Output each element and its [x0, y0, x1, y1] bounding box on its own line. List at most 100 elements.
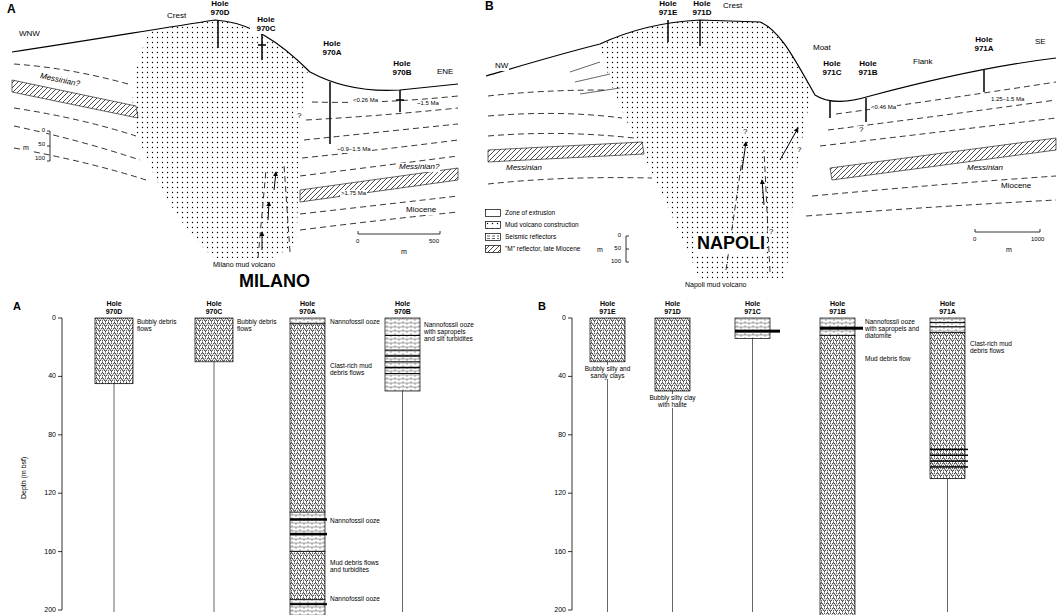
drill-holes: [218, 20, 404, 144]
volcano-name: NAPOLI: [696, 234, 766, 254]
core-log: Hole 971AClast-rich mud debris flows: [920, 297, 1027, 615]
core-column-group: [735, 318, 780, 612]
hole-line: [329, 82, 331, 144]
query-mark: ?: [296, 112, 302, 121]
core-column: [580, 297, 645, 615]
lithology-segment: [290, 318, 325, 324]
lithology-description: Mud debris flows and turbidites: [330, 559, 380, 573]
core-log: Hole 970DBubbly debris flows: [85, 297, 187, 615]
depth-tick-number: 0: [51, 314, 57, 322]
hole-label: Hole 971C: [816, 60, 848, 78]
core-log: Hole 971DBubbly silty clay with halite: [645, 297, 712, 615]
core-column: [810, 297, 875, 615]
reflector-line: [488, 90, 604, 96]
depth-tick-number: 80: [557, 431, 567, 439]
hole-trace-line: [672, 391, 673, 612]
swatch-box: [486, 246, 501, 253]
depth-tick-number: 40: [47, 372, 57, 380]
drill-holes: [668, 20, 984, 122]
scale-number: 1000: [1030, 236, 1045, 243]
hole-line: [258, 31, 266, 60]
hole-name: Hole 971D: [659, 300, 687, 315]
feeder-line: [284, 165, 290, 252]
hole-trace-line: [947, 479, 948, 612]
sapropel-layer: [735, 330, 780, 333]
legend-swatch: [485, 221, 501, 229]
unit-label: Miocene: [405, 206, 437, 215]
core-log: Hole 970BNannofossil ooze with sapropels…: [375, 297, 478, 615]
sapropel-layer: [385, 355, 420, 357]
flow-arrow: [262, 232, 263, 250]
flow-arrow: [762, 180, 764, 205]
hole-label: Hole 970D: [204, 0, 236, 18]
core-log: Hole 971BNannofossil ooze with sapropels…: [810, 297, 922, 615]
direction-label: NW: [494, 62, 509, 71]
depth-axis: [58, 318, 62, 610]
lithology-description: Clast-rich mud debris flows: [330, 362, 380, 376]
vertical-scale-bar: [47, 131, 50, 161]
lithology-segment: [95, 318, 133, 384]
depth-tick-number: 80: [47, 431, 57, 439]
hole-line: [396, 90, 404, 112]
reflector-line: [14, 148, 146, 180]
milano-section: [12, 20, 458, 258]
sapropel-layer: [385, 373, 420, 374]
swatch-box: [486, 234, 501, 241]
legend-text: Seismic reflectors: [505, 233, 556, 240]
messinian-band: [830, 138, 1056, 180]
reflector-line: [812, 176, 1056, 196]
core-column-group: [930, 318, 968, 612]
age-label: ~1.5 Ma: [416, 100, 440, 107]
scale-number: 100: [610, 258, 622, 265]
sapropel-layer: [930, 466, 968, 468]
hole-name: Hole 971A: [934, 300, 962, 315]
query-mark: ?: [796, 146, 802, 155]
legend-swatch: [485, 233, 501, 241]
reflector-line: [820, 118, 1056, 146]
horizontal-scale-bar: [358, 231, 440, 234]
depth-tick-number: 120: [553, 489, 567, 497]
sapropel-layer: [290, 533, 327, 536]
depth-tick-number: 200: [43, 606, 57, 614]
volcano-name: MILANO: [238, 272, 311, 292]
core-column: [725, 297, 790, 615]
sapropel-layer: [930, 460, 968, 462]
core-column: [85, 297, 153, 615]
legend-text: "M" reflector, late Miocene: [505, 245, 580, 252]
lithology-description: Mud debris flow: [865, 355, 920, 362]
core-log: Hole 971EBubbly silty and sandy clays: [580, 297, 647, 615]
core-column: [375, 297, 440, 615]
hole-name: Hole 971C: [739, 300, 767, 315]
hole-trace-line: [214, 362, 215, 612]
scale-number: 0: [617, 232, 622, 239]
hole-trace-line: [607, 362, 608, 612]
hole-line: [217, 20, 219, 48]
age-label: <0.26 Ma: [352, 97, 379, 104]
hole-name: Hole 970C: [200, 300, 228, 315]
lithology-description: Nannofossil ooze: [330, 318, 380, 325]
age-label: >1.75 Ma: [340, 190, 367, 197]
age-label: ~0.9–1.5 Ma: [336, 146, 372, 153]
core-column-group: [655, 318, 690, 612]
section-caption: Milano mud volcano: [212, 261, 276, 269]
hole-trace-line: [752, 338, 753, 612]
lithology-description: Bubbly debris flows: [137, 318, 185, 332]
panel-letter: B: [537, 300, 547, 312]
lithology-description: Bubbly debris flows: [237, 318, 285, 332]
unit-label: Messinian: [505, 164, 543, 173]
lithology-segment: [290, 324, 325, 512]
sapropel-layer: [385, 361, 420, 362]
lithology-description: Bubbly silty and sandy clays: [582, 365, 633, 379]
flow-arrow: [274, 172, 276, 190]
age-label: <0.46 Ma: [870, 104, 897, 111]
hole-line: [829, 100, 831, 118]
lithology-segment: [655, 318, 690, 391]
feature-label: Flank: [912, 58, 934, 67]
panel-letter: A: [12, 300, 22, 312]
reflector-line: [488, 113, 622, 118]
depth-tick-number: 40: [557, 372, 567, 380]
legend-swatch: [485, 209, 501, 217]
core-log: Hole 970C Bubbly debris flows: [185, 297, 287, 615]
panel-letter: B: [484, 0, 495, 13]
query-mark: ?: [768, 228, 774, 237]
